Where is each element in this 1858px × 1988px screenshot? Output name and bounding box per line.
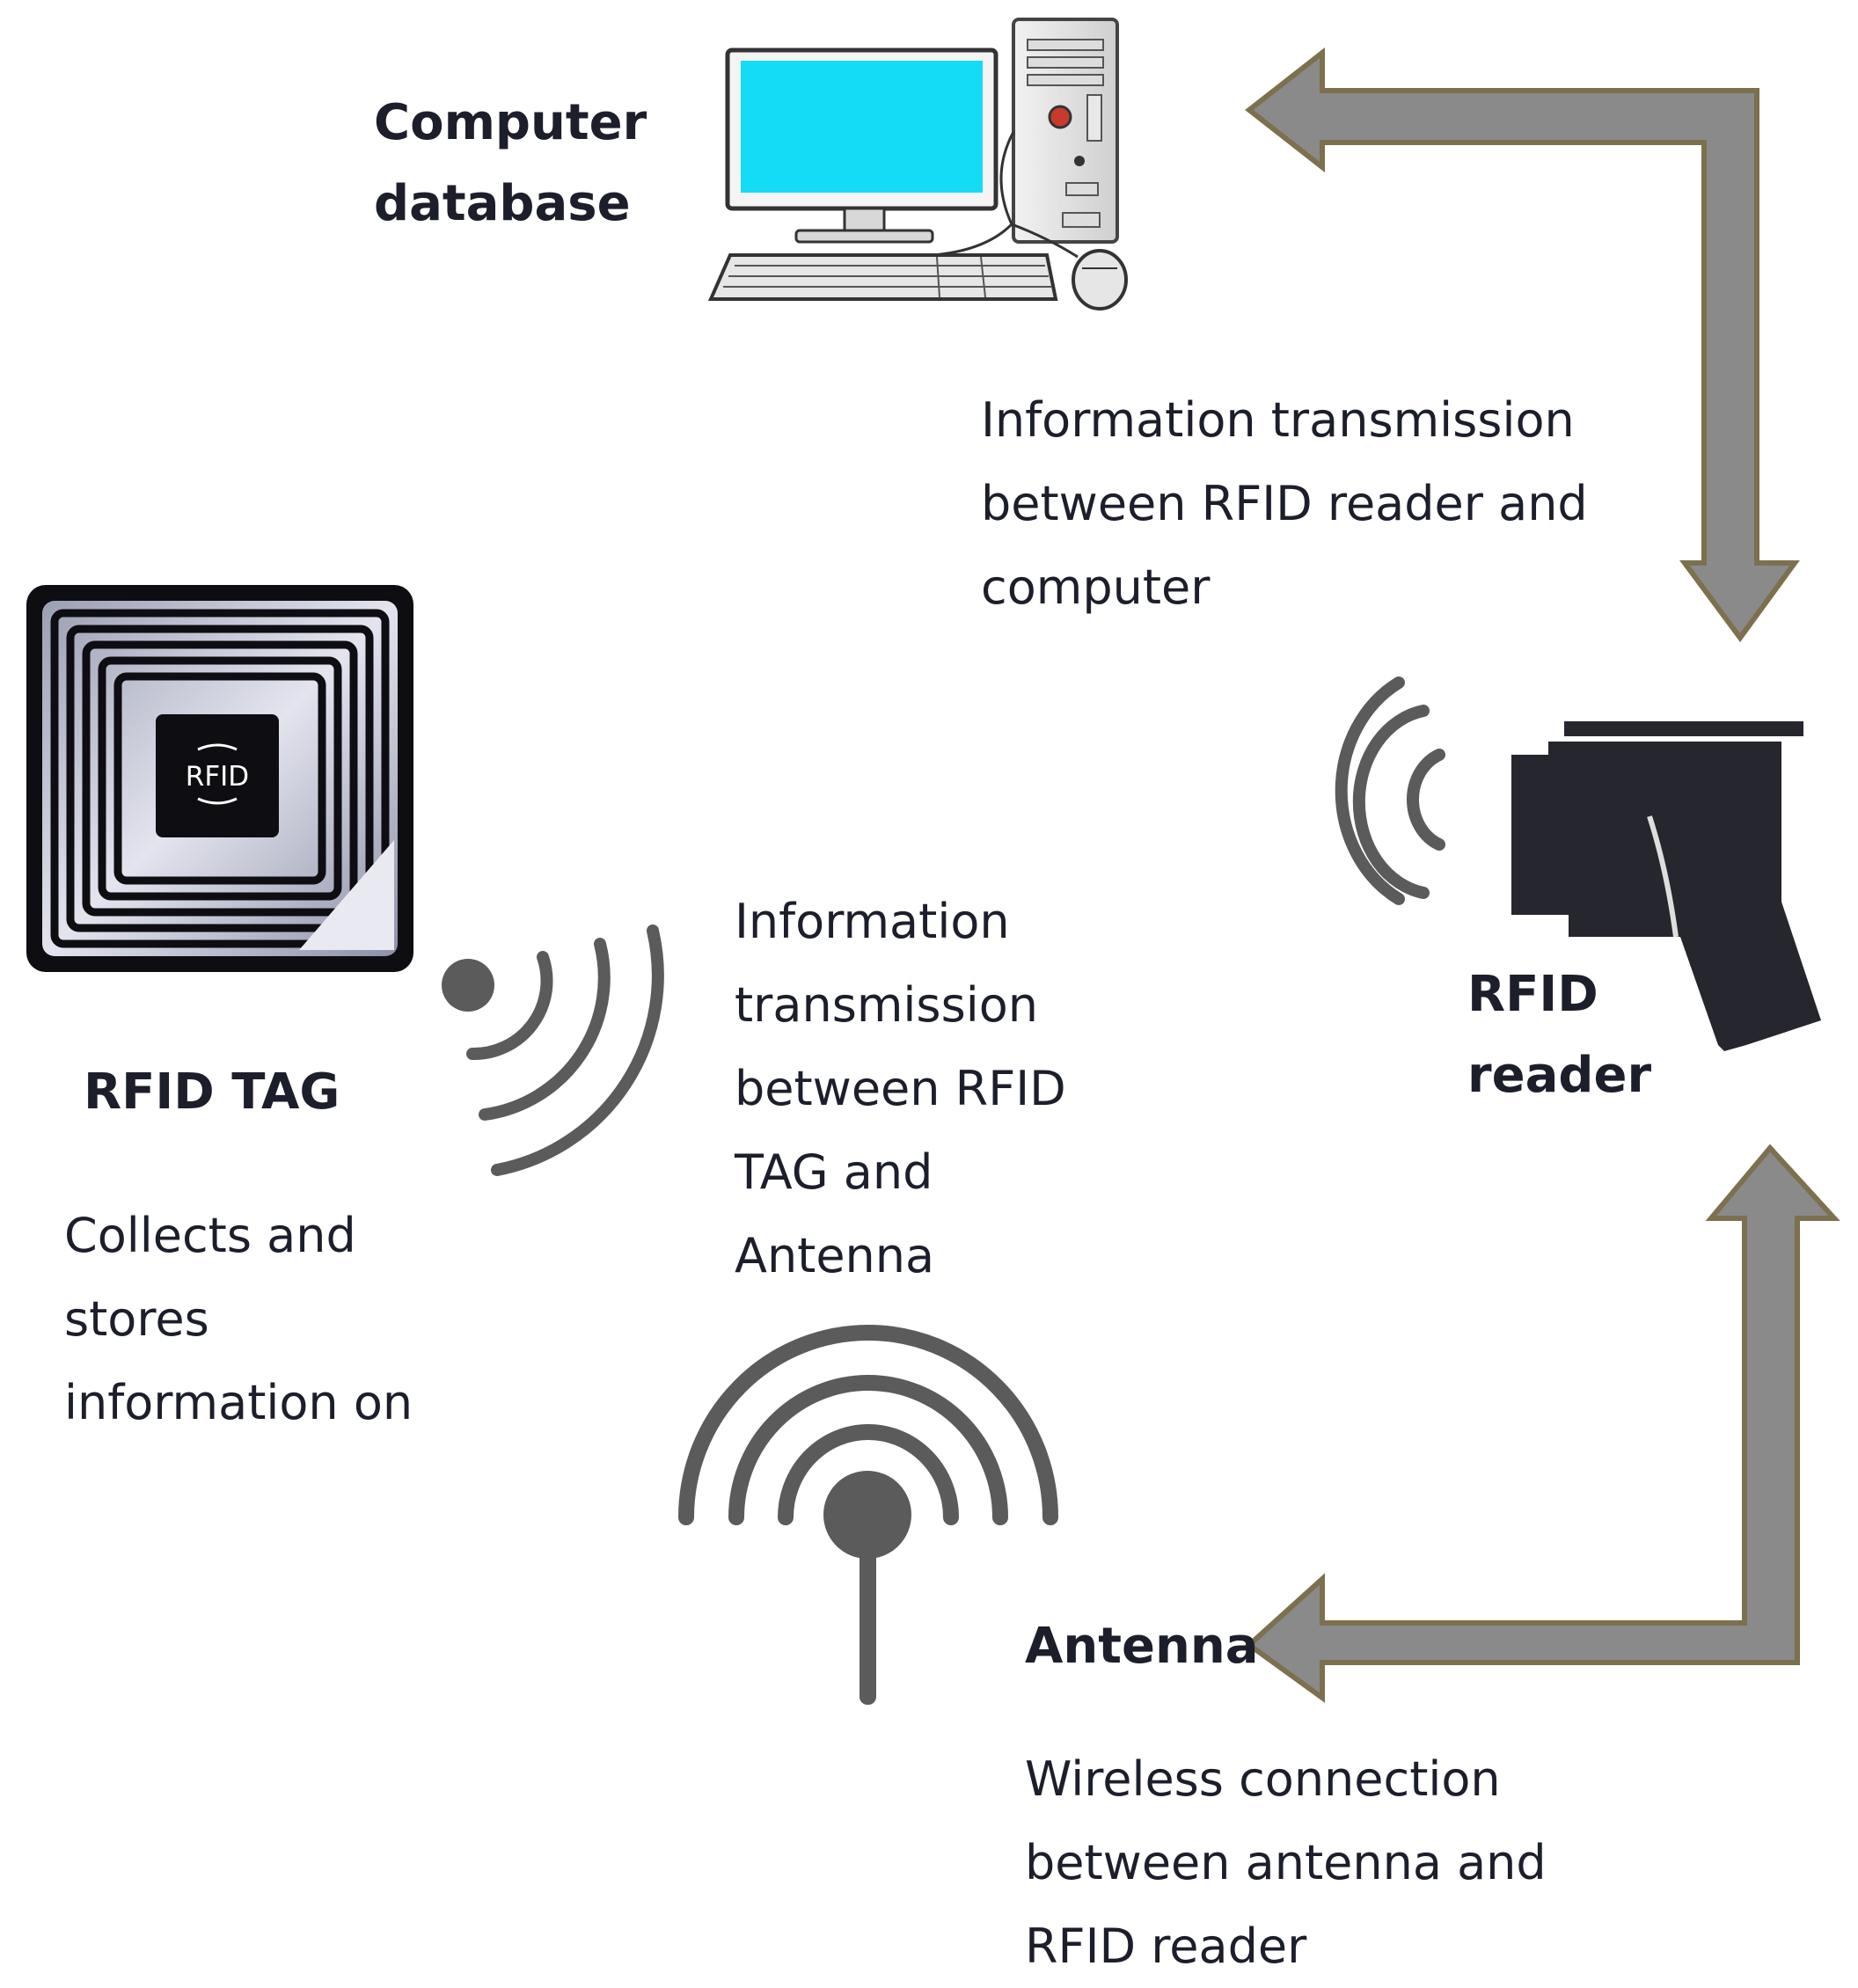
rfid-reader-label: RFID reader bbox=[1467, 966, 1652, 1104]
tag-antenna-transmission-text: Information transmission between RFID TA… bbox=[735, 894, 1066, 1283]
rfid-tag-label: RFID TAG bbox=[84, 1063, 340, 1121]
antenna-label: Antenna bbox=[1025, 1618, 1259, 1675]
arrow-icon-antenna-reader bbox=[1245, 1144, 1840, 1703]
antenna-reader-connection-text: Wireless connection between antenna and … bbox=[1025, 1751, 1547, 1974]
tag-description-text: Collects and stores information on bbox=[64, 1208, 413, 1430]
rfid-reader-icon bbox=[1335, 676, 1821, 1051]
reader-computer-transmission-text: Information transmission between RFID re… bbox=[981, 392, 1588, 615]
computer-database-label: Computer database bbox=[374, 94, 647, 232]
computer-icon bbox=[707, 18, 1128, 311]
signal-waves-icon bbox=[442, 925, 664, 1176]
arrow-icon-reader-computer bbox=[1245, 47, 1800, 643]
antenna-icon bbox=[678, 1325, 1058, 1705]
tag-chip-label: RFID bbox=[186, 761, 249, 793]
rfid-tag-icon: RFID bbox=[26, 585, 413, 972]
